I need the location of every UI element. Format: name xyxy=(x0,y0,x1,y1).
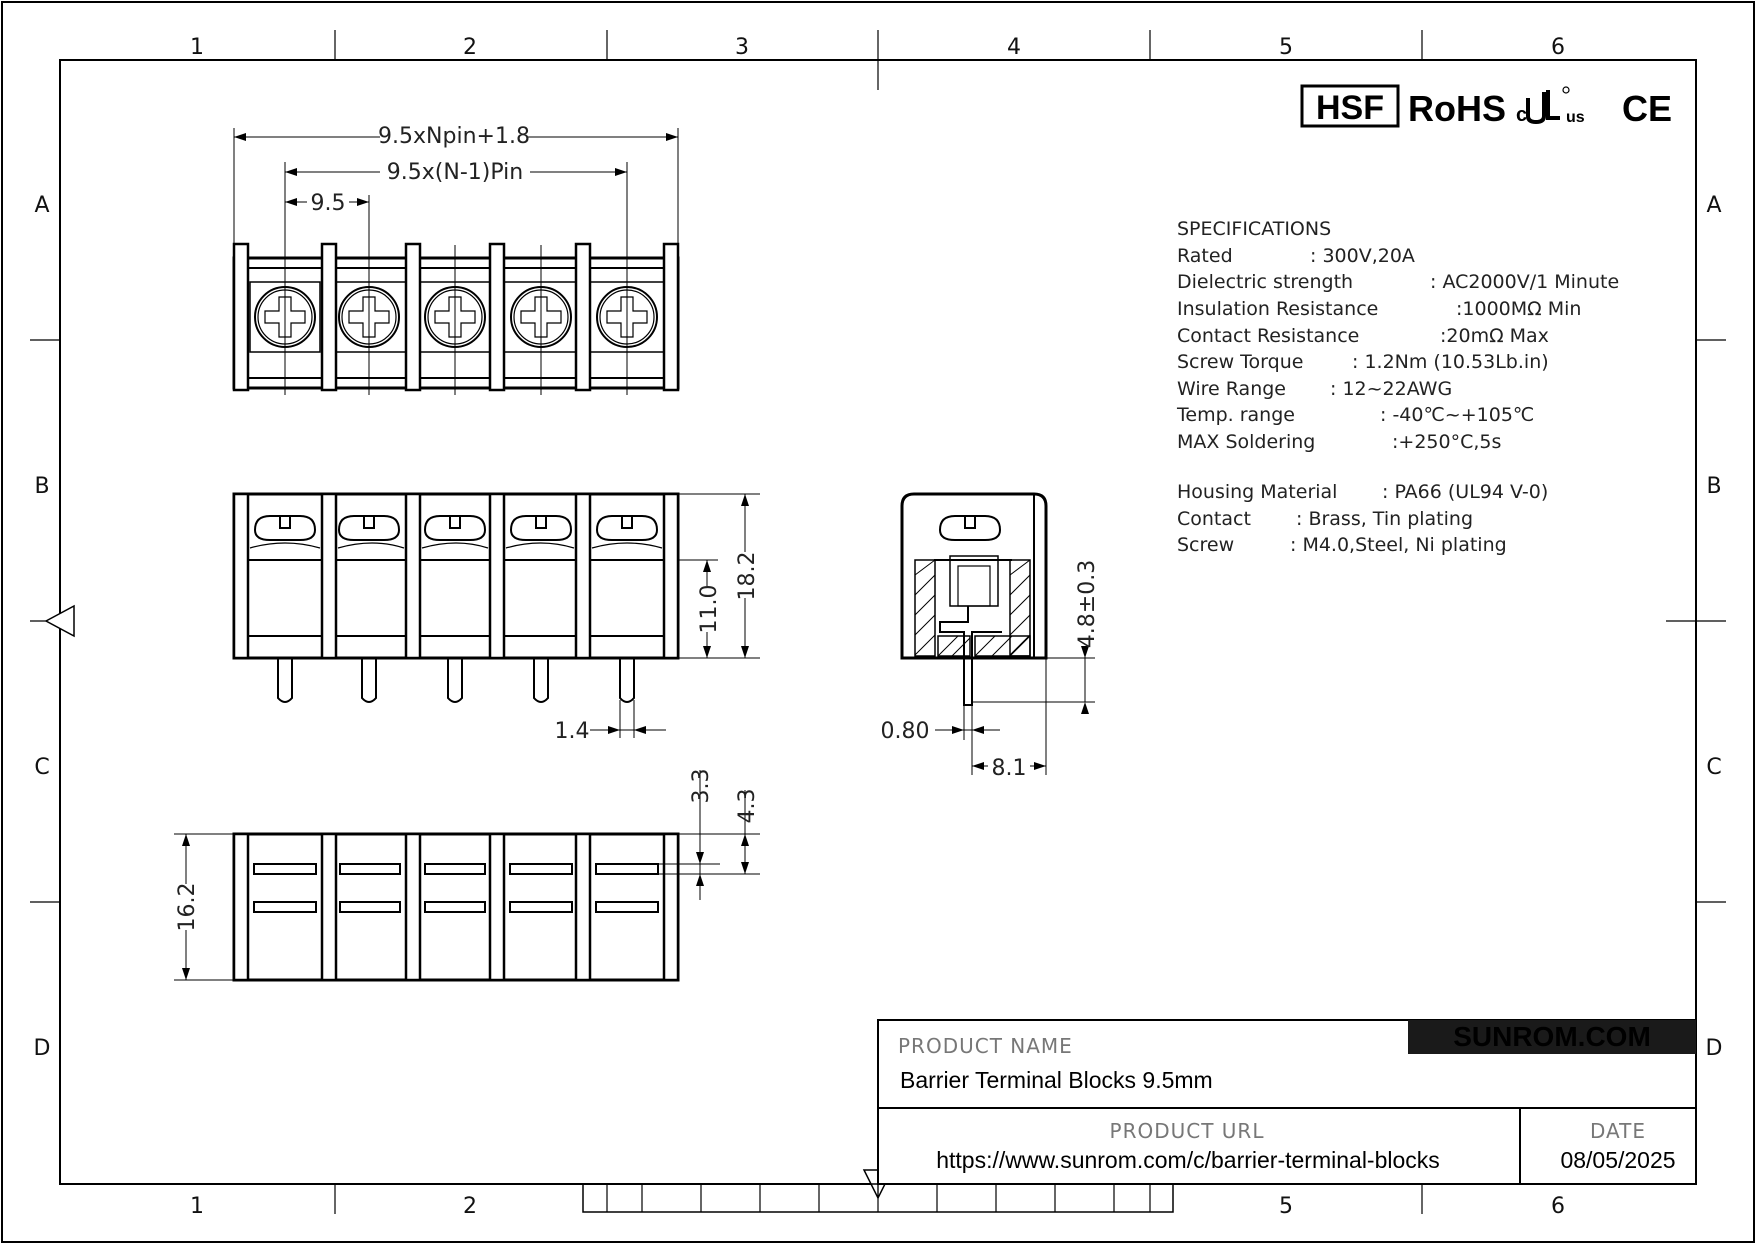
top-column-dividers xyxy=(334,30,1423,90)
grid-col-top-3: 3 xyxy=(735,35,749,60)
ul-c-mark: c xyxy=(1516,104,1527,126)
spec-temp-label: Temp. range xyxy=(1176,404,1295,426)
spec-rated-label: Rated xyxy=(1177,245,1233,267)
bottom-barriers xyxy=(232,832,680,982)
dim-side-depth: 8.1 xyxy=(992,756,1027,781)
grid-col-bottom-1: 1 xyxy=(190,1194,204,1219)
dim-side-pin-thickness: 0.80 xyxy=(881,719,930,744)
spec-insulation-value: :1000MΩ Min xyxy=(1456,298,1581,320)
dim-bottom-width: 16.2 xyxy=(175,883,200,932)
dim-height-total: 18.2 xyxy=(735,552,760,601)
top-view: 9.5xNpin+1.8 9.5x(N-1)Pin 9.5 xyxy=(232,122,680,395)
side-view: 4.8±0.3 0.80 8.1 xyxy=(881,492,1100,781)
dim-bottom-slot-a: 3.3 xyxy=(689,769,714,804)
dim-overall-length: 9.5xNpin+1.8 xyxy=(378,124,530,149)
date-value: 08/05/2025 xyxy=(1560,1147,1675,1173)
grid-col-bottom-2: 2 xyxy=(463,1194,477,1219)
grid-row-left-b: B xyxy=(34,474,49,499)
grid-col-top-4: 4 xyxy=(1007,35,1021,60)
grid-row-right-b: B xyxy=(1706,474,1721,499)
date-label: DATE xyxy=(1590,1119,1646,1143)
spec-contact-value: : Brass, Tin plating xyxy=(1296,508,1473,530)
top-barriers xyxy=(232,242,680,392)
spec-dielectric-value: : AC2000V/1 Minute xyxy=(1430,271,1619,293)
front-screw-heads xyxy=(249,515,663,549)
rohs-logo: RoHS xyxy=(1408,88,1506,129)
grid-col-top-2: 2 xyxy=(463,35,477,60)
spec-wire-label: Wire Range xyxy=(1177,378,1286,400)
spec-soldering-label: MAX Soldering xyxy=(1177,431,1315,453)
ul-recognized-icon xyxy=(1526,86,1570,125)
product-url: https://www.sunrom.com/c/barrier-termina… xyxy=(936,1147,1440,1173)
grid-row-left-a: A xyxy=(34,193,49,218)
scale-bar xyxy=(582,1183,1174,1213)
spec-rated-value: : 300V,20A xyxy=(1310,245,1415,267)
spec-soldering-value: :+250°C,5s xyxy=(1392,431,1501,453)
spec-contact-label: Contact xyxy=(1177,508,1251,530)
spec-torque-value: : 1.2Nm (10.53Lb.in) xyxy=(1352,351,1549,373)
spec-temp-value: : -40℃~+105℃ xyxy=(1380,404,1534,426)
bottom-view: 3.3 4.3 16.2 xyxy=(174,769,760,982)
spec-heading: SPECIFICATIONS xyxy=(1177,218,1331,240)
bottom-slots xyxy=(253,863,659,913)
product-name-label: PRODUCT NAME xyxy=(898,1034,1073,1058)
certification-logos: HSF RoHS c us CE xyxy=(1300,84,1672,129)
grid-col-top-5: 5 xyxy=(1279,35,1293,60)
dim-pitch: 9.5 xyxy=(311,191,346,216)
ul-us-mark: us xyxy=(1566,109,1585,126)
product-url-label: PRODUCT URL xyxy=(1110,1119,1265,1143)
dim-pitch-span: 9.5x(N-1)Pin xyxy=(387,160,523,185)
spec-screw-label: Screw xyxy=(1177,534,1234,556)
grid-row-left-c: C xyxy=(34,755,49,780)
spec-screw-value: : M4.0,Steel, Ni plating xyxy=(1290,534,1507,556)
front-pins xyxy=(277,658,635,703)
grid-row-right-a: A xyxy=(1706,193,1721,218)
dim-pin-width: 1.4 xyxy=(555,719,590,744)
grid-row-left-d: D xyxy=(34,1036,51,1061)
front-view: 18.2 11.0 1.4 xyxy=(232,492,760,744)
grid-col-bottom-6: 6 xyxy=(1551,1194,1565,1219)
spec-contact-res-label: Contact Resistance xyxy=(1177,325,1359,347)
product-name: Barrier Terminal Blocks 9.5mm xyxy=(900,1067,1213,1093)
bottom-column-dividers xyxy=(334,1184,1423,1214)
dim-height-body: 11.0 xyxy=(697,585,722,634)
grid-row-right-c: C xyxy=(1706,755,1721,780)
spec-torque-label: Screw Torque xyxy=(1177,351,1303,373)
hsf-logo: HSF xyxy=(1316,89,1384,127)
inner-frame xyxy=(59,59,1697,1185)
specifications: SPECIFICATIONS Rated : 300V,20A Dielectr… xyxy=(1176,218,1619,556)
brand-logo: SUNROM.COM xyxy=(1453,1021,1651,1052)
ce-logo: CE xyxy=(1622,88,1672,129)
top-pin-centerlines xyxy=(284,245,628,395)
dim-side-pin-height: 4.8±0.3 xyxy=(1075,560,1100,648)
grid-col-top-6: 6 xyxy=(1551,35,1565,60)
front-barriers xyxy=(232,492,680,660)
spec-contact-res-value: :20mΩ Max xyxy=(1440,325,1549,347)
spec-housing-label: Housing Material xyxy=(1177,481,1337,503)
brand-banner xyxy=(1408,1020,1696,1054)
spec-wire-value: : 12~22AWG xyxy=(1330,378,1452,400)
spec-insulation-label: Insulation Resistance xyxy=(1177,298,1378,320)
side-section-hatch xyxy=(914,555,1031,657)
spec-dielectric-label: Dielectric strength xyxy=(1177,271,1353,293)
hsf-badge xyxy=(1300,84,1400,128)
grid-col-top-1: 1 xyxy=(190,35,204,60)
centering-arrow-left-icon xyxy=(44,604,75,638)
grid-col-bottom-5: 5 xyxy=(1279,1194,1293,1219)
grid-row-right-d: D xyxy=(1706,1036,1723,1061)
dim-bottom-slot-b: 4.3 xyxy=(735,789,760,824)
title-block: SUNROM.COM PRODUCT NAME Barrier Terminal… xyxy=(877,1019,1697,1185)
top-screws xyxy=(249,281,665,353)
spec-housing-value: : PA66 (UL94 V-0) xyxy=(1382,481,1548,503)
